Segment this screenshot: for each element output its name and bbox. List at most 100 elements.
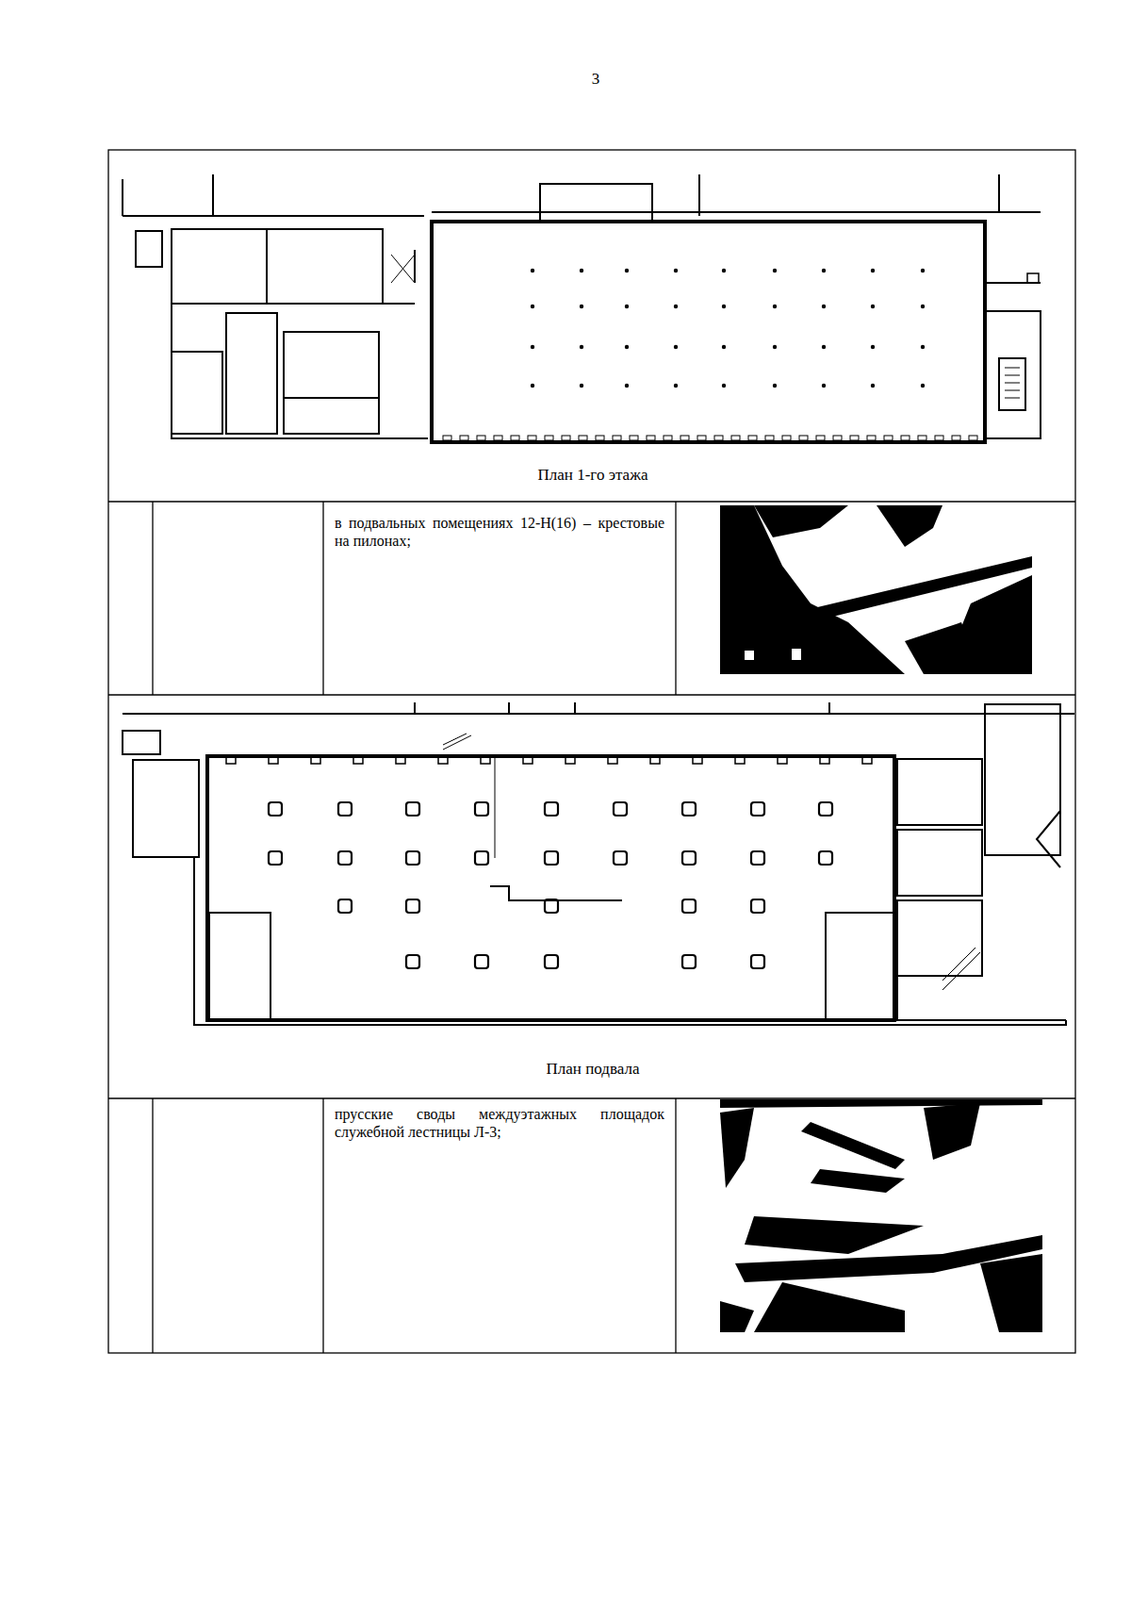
window-tick <box>765 435 774 441</box>
pillar <box>613 802 627 816</box>
wall-pilaster <box>692 756 703 764</box>
column-dot <box>821 344 826 349</box>
window-tick <box>544 435 554 441</box>
pillar <box>751 851 765 865</box>
pillar <box>613 851 627 865</box>
pillar <box>406 899 420 913</box>
pillar <box>475 954 489 968</box>
column-dot <box>870 268 875 273</box>
window-tick <box>697 435 706 441</box>
pillar <box>682 954 696 968</box>
vault-photo <box>720 505 1033 674</box>
plan-caption: План подвала <box>490 1059 696 1079</box>
column-dot <box>530 304 535 309</box>
window-tick <box>442 435 452 441</box>
wall-pilaster <box>395 756 406 764</box>
wall-pilaster <box>735 756 745 764</box>
plan-caption: План 1-го этажа <box>490 465 696 485</box>
pillar <box>338 851 352 865</box>
window-tick <box>850 435 859 441</box>
wall-pilaster <box>565 756 575 764</box>
column-dot <box>870 344 875 349</box>
pillar <box>268 851 282 865</box>
wall-pilaster <box>353 756 363 764</box>
wall-pilaster <box>226 756 236 764</box>
table-cell: в подвальных помещениях 12-Н(16) – крест… <box>334 513 665 550</box>
wall-pilaster <box>311 756 321 764</box>
column-dot <box>624 304 629 309</box>
column-dot <box>579 344 584 349</box>
wall-pilaster <box>819 756 830 764</box>
pillar <box>751 899 765 913</box>
table-cell: прусские своды междуэтажных площадок слу… <box>334 1104 665 1141</box>
column-dot <box>821 304 826 309</box>
stair-photo <box>720 1098 1043 1332</box>
column-dot <box>579 304 584 309</box>
column-dot <box>772 268 777 273</box>
column-dot <box>772 383 777 388</box>
window-tick <box>934 435 944 441</box>
first-floor-plan <box>122 174 1041 443</box>
pillar <box>406 851 420 865</box>
column-dot <box>530 268 535 273</box>
window-tick <box>612 435 622 441</box>
column-dot <box>673 304 678 309</box>
column-dot <box>920 304 925 309</box>
column-dot <box>579 383 584 388</box>
window-tick <box>646 435 656 441</box>
pillar <box>544 954 558 968</box>
column-dot <box>721 304 726 309</box>
window-tick <box>951 435 961 441</box>
pillar <box>406 954 420 968</box>
window-tick <box>867 435 876 441</box>
column-dot <box>870 304 875 309</box>
wall-pilaster <box>523 756 533 764</box>
pillar <box>544 802 558 816</box>
window-tick <box>917 435 927 441</box>
pillar <box>751 954 765 968</box>
pillar <box>338 802 352 816</box>
window-tick <box>731 435 740 441</box>
wall-pilaster <box>862 756 872 764</box>
window-tick <box>782 435 791 441</box>
column-dot <box>673 268 678 273</box>
column-dot <box>530 383 535 388</box>
pillar <box>544 899 558 913</box>
column-dot <box>772 304 777 309</box>
window-tick <box>714 435 723 441</box>
pillar <box>268 802 282 816</box>
column-dot <box>920 383 925 388</box>
column-dot <box>821 268 826 273</box>
window-tick <box>510 435 520 441</box>
wall-pilaster <box>777 756 787 764</box>
basement-plan <box>122 702 1075 1025</box>
pillar <box>751 802 765 816</box>
column-dot <box>530 344 535 349</box>
pillar <box>819 802 833 816</box>
window-tick <box>799 435 808 441</box>
window-tick <box>816 435 825 441</box>
pillar <box>338 899 352 913</box>
window-tick <box>493 435 503 441</box>
wall-pilaster <box>438 756 448 764</box>
column-dot <box>624 344 629 349</box>
column-dot <box>579 268 584 273</box>
column-dot <box>870 383 875 388</box>
pillar <box>819 851 833 865</box>
table-grid <box>108 149 1076 1353</box>
column-dot <box>721 344 726 349</box>
column-dot <box>624 383 629 388</box>
column-dot <box>673 383 678 388</box>
window-tick <box>901 435 910 441</box>
pillar <box>475 802 489 816</box>
wall-pilaster <box>268 756 279 764</box>
pillar <box>544 851 558 865</box>
window-tick <box>561 435 571 441</box>
pillar <box>682 802 696 816</box>
page-number: 3 <box>573 69 619 89</box>
pillar <box>406 802 420 816</box>
window-tick <box>459 435 469 441</box>
pillar <box>682 851 696 865</box>
